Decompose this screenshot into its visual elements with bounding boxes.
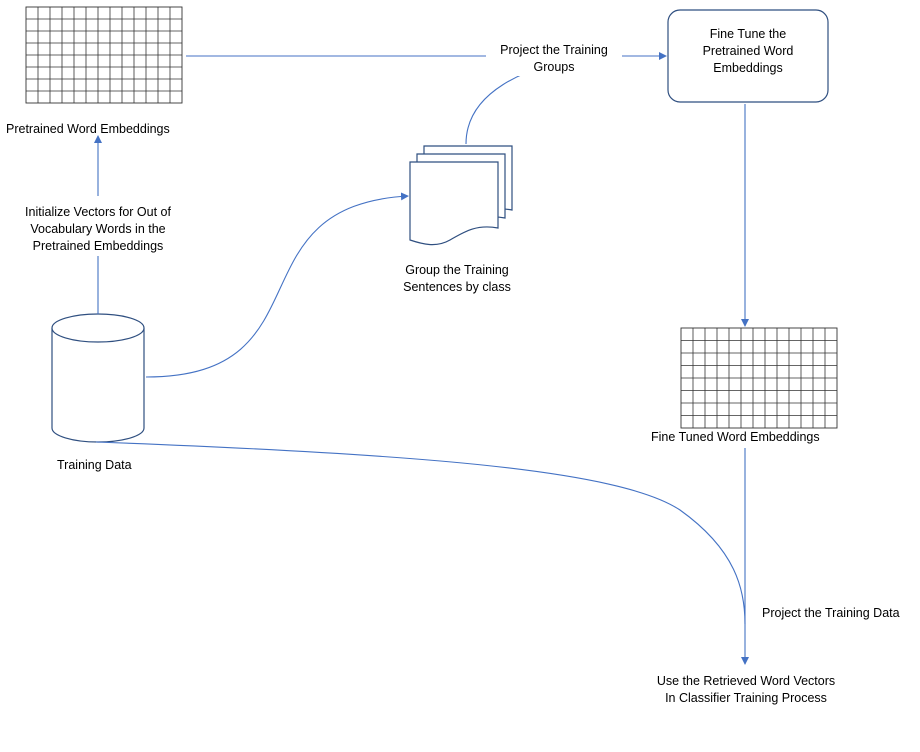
documents-icon [409,145,513,246]
fine-tune-box [667,9,829,103]
fine-tune-line-1: Fine Tune the [709,27,787,41]
pretrained-embeddings-label: Pretrained Word Embeddings [6,122,170,136]
group-sentences-line-2: Sentences by class [403,280,511,294]
pretrained-embeddings-grid [25,6,183,104]
group-sentences-label: Group the Training Sentences by class [392,262,522,296]
classifier-label: Use the Retrieved Word Vectors In Classi… [636,673,856,707]
classifier-line-2: In Classifier Training Process [665,691,827,705]
group-sentences-line-1: Group the Training [405,263,509,277]
fine-tuned-embeddings-label: Fine Tuned Word Embeddings [651,430,820,444]
project-groups-line-1: Project the Training [500,43,608,57]
classifier-line-1: Use the Retrieved Word Vectors [656,674,836,688]
project-groups-line-2: Groups [533,60,575,74]
fine-tune-box-label: Fine Tune the Pretrained Word Embeddings [668,26,828,77]
fine-tune-line-3: Embeddings [713,61,783,75]
database-cylinder-icon [51,313,145,443]
init-vectors-line-3: Pretrained Embeddings [32,239,164,253]
arrow-database-to-documents [145,192,409,378]
init-vectors-line-1: Initialize Vectors for Out of [25,205,171,219]
fine-tune-line-2: Pretrained Word [702,44,794,58]
project-groups-label: Project the Training Groups [486,42,622,76]
init-vectors-label: Initialize Vectors for Out of Vocabulary… [20,204,176,255]
project-data-label: Project the Training Data [762,606,900,620]
fine-tuned-embeddings-grid [680,327,838,429]
training-data-label: Training Data [57,458,132,472]
connector-database-to-classifier [95,441,746,625]
init-vectors-line-2: Vocabulary Words in the [30,222,166,236]
